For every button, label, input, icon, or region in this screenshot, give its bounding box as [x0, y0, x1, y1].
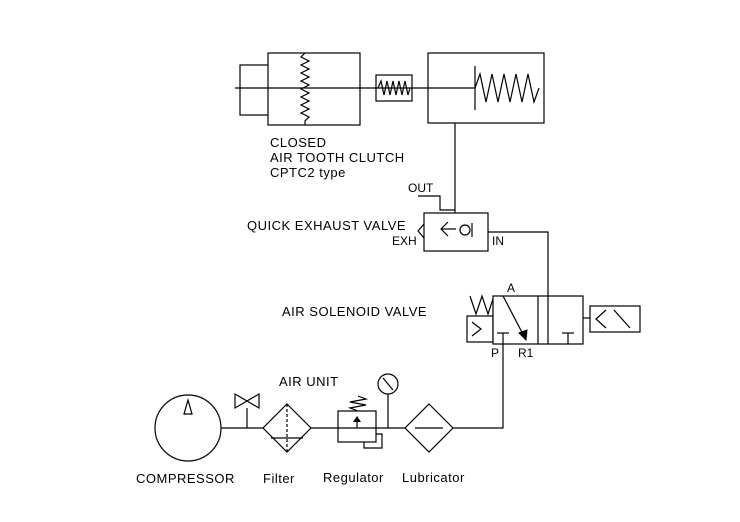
solenoid-port-r1: R1	[518, 346, 534, 360]
qev-in-label: IN	[492, 234, 504, 248]
regulator-pilot-line	[363, 433, 383, 449]
regulator-label: Regulator	[323, 470, 384, 485]
compressor	[154, 394, 222, 462]
lubricator-label: Lubricator	[402, 470, 465, 485]
solenoid-pilot-left-arrow	[471, 321, 482, 337]
drain-right	[245, 392, 260, 410]
air-solenoid-valve	[466, 294, 641, 345]
qev-ball	[459, 224, 471, 236]
drain-valve	[234, 392, 260, 428]
clutch-label-line3: CPTC2 type	[270, 165, 346, 180]
solenoid-coil-slash	[613, 309, 631, 329]
pipe-qev-to-solenoid	[488, 231, 549, 296]
regulator-arrow	[353, 416, 361, 422]
solenoid-flow-arrowhead	[518, 329, 528, 342]
drain-left	[234, 392, 249, 410]
clutch-hub	[239, 64, 271, 116]
solenoid-coil-arrow	[595, 309, 607, 329]
clutch-label-line1: CLOSED	[270, 135, 326, 150]
regulator	[337, 395, 383, 449]
qev-exh-label: EXH	[392, 234, 417, 248]
air-tooth-clutch	[235, 52, 545, 126]
qev-out-label: OUT	[408, 181, 434, 195]
solenoid-pilot-left	[466, 315, 494, 343]
clutch-body	[267, 52, 361, 126]
gauge-needle	[382, 377, 394, 391]
filter	[262, 403, 312, 453]
qev-out-line	[418, 195, 455, 211]
cylinder-spring	[474, 71, 540, 105]
solenoid-port-a: A	[507, 281, 515, 295]
pipe-air-unit-to-solenoid	[453, 344, 504, 429]
lubricator	[404, 403, 454, 453]
qev-body	[423, 212, 489, 252]
quick-exhaust-valve: OUT	[408, 181, 489, 252]
filter-label: Filter	[263, 471, 295, 486]
regulator-spring	[347, 395, 369, 412]
solenoid-port-p: P	[491, 346, 499, 360]
air-unit-label: AIR UNIT	[279, 374, 339, 389]
compressor-arrow	[183, 397, 193, 415]
solenoid-label: AIR SOLENOID VALVE	[282, 304, 427, 319]
qev-exhaust-symbol	[417, 223, 425, 239]
qev-label: QUICK EXHAUST VALVE	[247, 218, 406, 233]
solenoid-coil	[589, 305, 641, 333]
clutch-label-line2: AIR TOOTH CLUTCH	[270, 150, 405, 165]
solenoid-return-spring	[469, 294, 495, 316]
pressure-gauge	[377, 373, 399, 428]
clutch-teeth	[299, 52, 311, 125]
compressor-label: COMPRESSOR	[136, 471, 235, 486]
